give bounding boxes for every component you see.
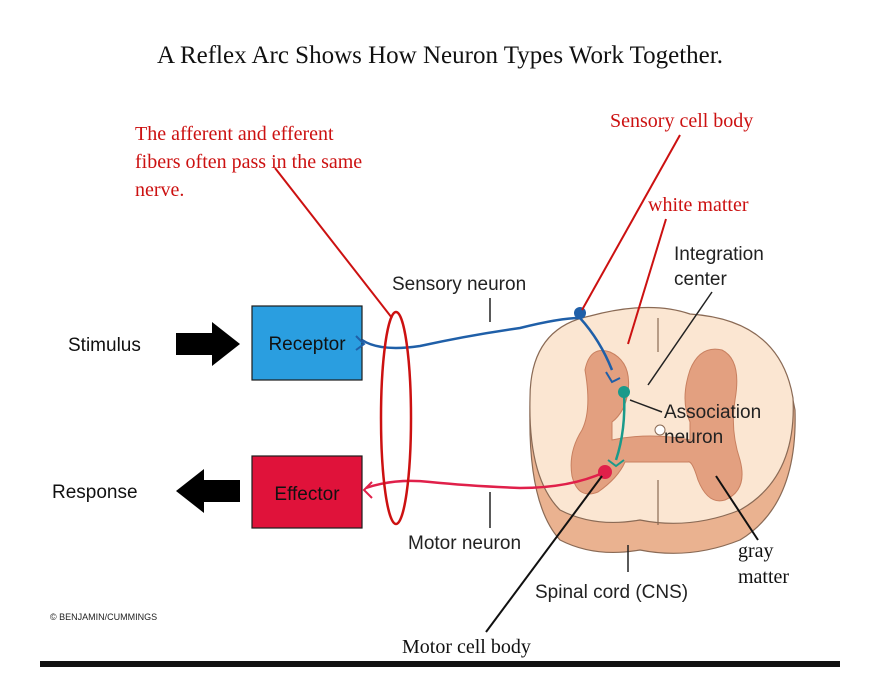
- shared-nerve-ellipse: [379, 310, 413, 526]
- sensory-synapse: [605, 371, 621, 384]
- sensory-cell-body-annotation: Sensory cell body: [610, 110, 753, 132]
- association-neuron-fiber: [614, 391, 626, 461]
- motor-cell-body-annotation: Motor cell body: [402, 636, 531, 658]
- association-neuron-line1: Association: [664, 402, 761, 423]
- motor-cell-body-leader: [485, 475, 603, 633]
- gray-matter-leader: [715, 475, 759, 541]
- central-canal: [654, 424, 666, 436]
- sensory-cell-body: [574, 307, 586, 319]
- sensory-neuron-fiber: [361, 316, 614, 371]
- effector-label: Effector: [274, 484, 340, 505]
- association-neuron-line2: neuron: [664, 427, 723, 448]
- response-arrow-icon: [176, 469, 240, 513]
- integration-center-line1: Integration: [674, 244, 764, 265]
- afferent-efferent-line1: The afferent and efferent: [135, 123, 334, 145]
- motor-neuron-fiber: [365, 470, 606, 490]
- stimulus-arrow-icon: [176, 322, 240, 366]
- spinal-cord-label: Spinal cord (CNS): [535, 582, 688, 603]
- afferent-efferent-line3: nerve.: [135, 179, 184, 201]
- effector-ending: [362, 481, 373, 499]
- association-neuron-leader: [629, 399, 663, 413]
- gray-matter-line1: gray: [738, 540, 774, 562]
- afferent-leader-line: [274, 167, 393, 319]
- receptor-label: Receptor: [268, 334, 346, 355]
- white-matter-leader: [627, 218, 667, 345]
- diagram-title: A Reflex Arc Shows How Neuron Types Work…: [157, 42, 723, 69]
- receptor-ending: [355, 335, 366, 351]
- sensory-neuron-label: Sensory neuron: [392, 274, 526, 295]
- gray-matter-line2: matter: [738, 566, 789, 588]
- bottom-rule: [40, 661, 840, 667]
- integration-center-leader: [647, 291, 713, 386]
- copyright-credit: © BENJAMIN/CUMMINGS: [50, 612, 157, 622]
- response-label: Response: [52, 482, 138, 503]
- effector-box: [251, 455, 363, 529]
- spinal-cord-cross-section: [529, 306, 796, 554]
- white-matter-annotation: white matter: [648, 194, 749, 216]
- gray-matter-region: [570, 348, 743, 502]
- receptor-box: [251, 305, 363, 381]
- sensory-cell-body-leader: [581, 134, 681, 311]
- integration-center-line2: center: [674, 269, 727, 290]
- afferent-efferent-line2: fibers often pass in the same: [135, 151, 362, 173]
- motor-neuron-label: Motor neuron: [408, 533, 521, 554]
- stimulus-label: Stimulus: [68, 335, 141, 356]
